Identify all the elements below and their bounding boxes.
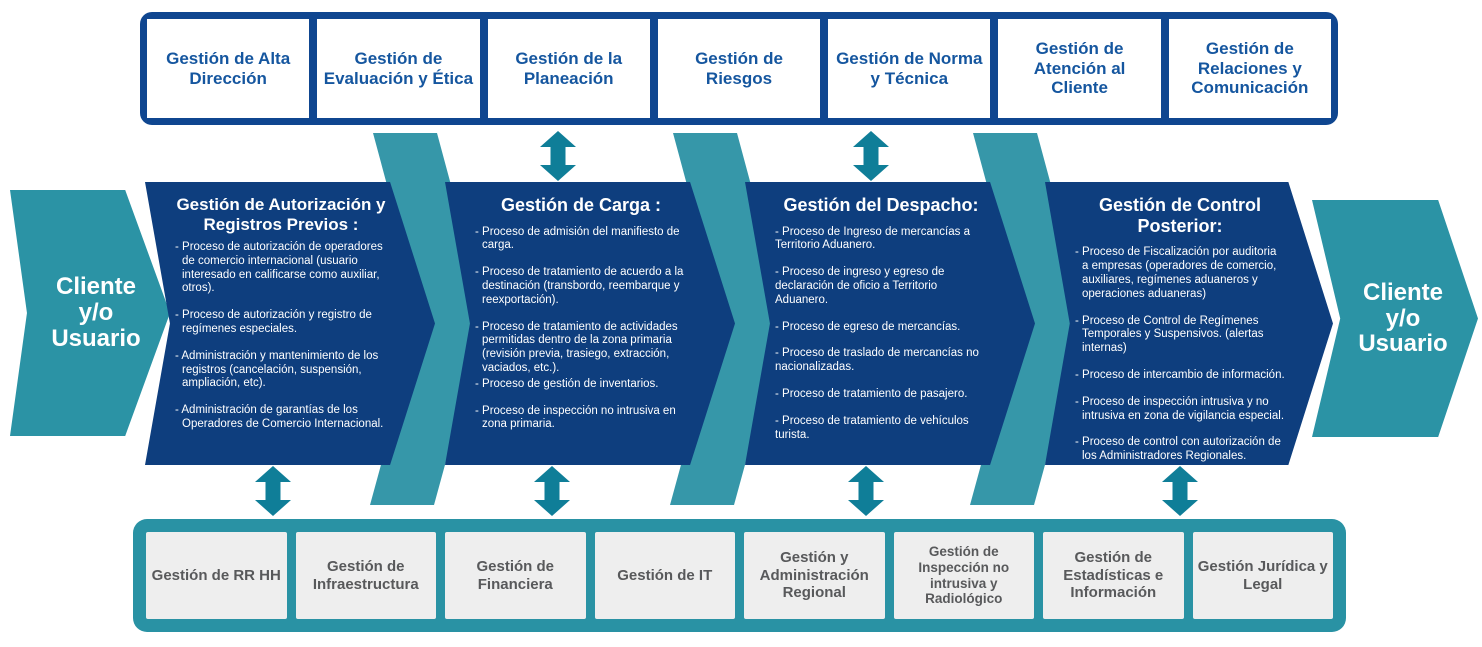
core-arrow-1-item: - Administración de garantías de los Ope… xyxy=(175,404,384,431)
core-arrow-4-item: - Proceso de Control de Regímenes Tempor… xyxy=(1075,314,1264,355)
core-arrow-4-title: Gestión de Control Posterior: xyxy=(1099,195,1261,236)
top-box-relaciones-comunicacion: Gestión de Relaciones y Comunicación xyxy=(1168,19,1331,118)
core-arrow-3-item: - Proceso de ingreso y egreso de declara… xyxy=(775,266,945,306)
core-arrow-control-posterior: Gestión de Control Posterior: - Proceso … xyxy=(1045,182,1333,465)
bottom-box-infraestructura: Gestión de Infraestructura xyxy=(295,532,436,619)
client-left-line-3: Usuario xyxy=(51,324,141,352)
top-box-alta-direccion: Gestión de Alta Dirección xyxy=(147,19,310,118)
top-box-planeacion: Gestión de la Planeación xyxy=(487,19,650,118)
core-arrow-4-item: - Proceso de inspección intrusiva y no i… xyxy=(1075,395,1285,422)
core-arrow-2-item: - Proceso de gestión de inventarios. xyxy=(475,377,659,390)
core-arrow-4-item: - Proceso de control con autorización de… xyxy=(1075,436,1281,463)
core-arrow-despacho: Gestión del Despacho: - Proceso de Ingre… xyxy=(745,182,1035,465)
core-arrow-2-item: - Proceso de tratamiento de acuerdo a la… xyxy=(475,266,684,306)
core-arrow-2-title: Gestión de Carga : xyxy=(500,195,662,215)
updown-arrow-icon-bottom-2 xyxy=(534,466,570,516)
core-arrow-2-item: - Proceso de tratamiento de actividades … xyxy=(475,320,678,375)
support-processes-row: Gestión de RR HH Gestión de Infraestruct… xyxy=(133,519,1346,632)
core-arrow-1-item: - Proceso de autorización y registro de … xyxy=(175,309,372,336)
core-arrow-2-item: - Proceso de inspección no intrusiva en … xyxy=(475,404,676,431)
bottom-box-administracion-regional: Gestión y Administración Regional xyxy=(744,532,885,619)
updown-arrow-icon-bottom-4 xyxy=(1162,466,1198,516)
core-arrow-3-item: - Proceso de egreso de mercancías. xyxy=(775,320,961,333)
client-right-line-2: y/o xyxy=(1385,304,1421,332)
core-arrow-4-item: - Proceso de Fiscalización por auditoria… xyxy=(1075,246,1277,300)
core-arrow-3-item: - Proceso de Ingreso de mercancías a Ter… xyxy=(775,225,970,252)
updown-arrow-icon-bottom-1 xyxy=(255,466,291,516)
core-arrow-3-title: Gestión del Despacho: xyxy=(783,195,979,215)
core-arrow-3-item: - Proceso de traslado de mercancías no n… xyxy=(775,347,979,374)
core-arrow-1-item: - Administración y mantenimiento de los … xyxy=(175,349,379,390)
bottom-box-financiera: Gestión de Financiera xyxy=(445,532,586,619)
bottom-box-rrhh: Gestión de RR HH xyxy=(146,532,287,619)
core-arrow-1-title: Gestión de Autorización y Registros Prev… xyxy=(176,195,386,234)
core-arrow-2-item: - Proceso de admisión del manifiesto de … xyxy=(475,225,680,252)
bottom-box-estadisticas-informacion: Gestión de Estadísticas e Información xyxy=(1043,532,1184,619)
bottom-box-juridica-legal: Gestión Jurídica y Legal xyxy=(1192,532,1333,619)
core-arrow-carga: Gestión de Carga : - Proceso de admisión… xyxy=(445,182,735,465)
core-arrow-3-item: - Proceso de tratamiento de vehículos tu… xyxy=(775,414,969,441)
top-box-norma-tecnica: Gestión de Norma y Técnica xyxy=(828,19,991,118)
updown-arrow-icon-top-1 xyxy=(540,131,576,181)
top-box-atencion-cliente: Gestión de Atención al Cliente xyxy=(998,19,1161,118)
core-arrow-autorizacion-registros: Gestión de Autorización y Registros Prev… xyxy=(145,182,435,465)
top-box-evaluacion-etica: Gestión de Evaluación y Ética xyxy=(317,19,480,118)
core-arrow-3-item: - Proceso de tratamiento de pasajero. xyxy=(775,388,968,401)
client-right-line-1: Cliente xyxy=(1362,278,1443,306)
updown-arrow-icon-bottom-3 xyxy=(848,466,884,516)
core-arrow-1-item: - Proceso de autorización de operadores … xyxy=(175,241,383,295)
client-right-line-3: Usuario xyxy=(1358,330,1448,358)
top-box-riesgos: Gestión de Riesgos xyxy=(657,19,821,118)
governance-processes-row: Gestión de Alta Dirección Gestión de Eva… xyxy=(140,12,1338,125)
core-arrow-4-item: - Proceso de intercambio de información. xyxy=(1075,368,1285,381)
updown-arrow-icon-top-2 xyxy=(853,131,889,181)
bottom-box-it: Gestión de IT xyxy=(594,532,735,619)
bottom-box-inspeccion-radiologico: Gestión de Inspección no intrusiva y Rad… xyxy=(893,532,1034,619)
client-left-line-1: Cliente xyxy=(55,273,136,301)
client-left-line-2: y/o xyxy=(78,299,114,327)
